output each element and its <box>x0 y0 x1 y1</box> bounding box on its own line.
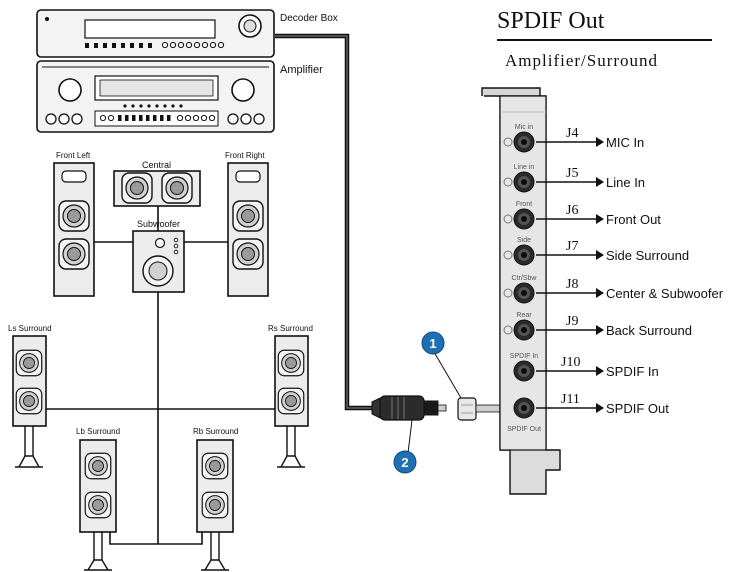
arrowhead-j5 <box>596 177 604 187</box>
jack-j6 <box>513 208 535 230</box>
output-label-j4: MIC In <box>606 135 644 150</box>
port-caption-j8: Ctr/Sbw <box>512 275 538 282</box>
connector-id-j5: J5 <box>566 166 578 181</box>
port-caption-j11: SPDIF Out <box>507 426 541 433</box>
output-label-j9: Back Surround <box>606 323 692 338</box>
amplifier <box>36 60 275 133</box>
arrowhead-j11 <box>596 403 604 413</box>
connector-id-j4: J4 <box>566 126 578 141</box>
rs-surround-speaker <box>274 335 309 468</box>
output-label-j6: Front Out <box>606 212 661 227</box>
central-speaker <box>113 170 201 207</box>
page-subtitle: Amplifier/Surround <box>505 51 658 70</box>
lb-surround-label: Lb Surround <box>76 427 120 436</box>
connector-id-j7: J7 <box>566 239 578 254</box>
callout-2-number: 2 <box>401 455 408 470</box>
jack-j5 <box>513 171 535 193</box>
front-left-label: Front Left <box>56 151 91 160</box>
optical-plug <box>371 395 447 421</box>
connector-id-j11: J11 <box>561 392 580 407</box>
port-icon-j4 <box>503 137 513 147</box>
arrowhead-j6 <box>596 214 604 224</box>
jack-j8 <box>513 282 535 304</box>
connector-id-j6: J6 <box>566 203 578 218</box>
page-title: SPDIF Out <box>497 8 605 34</box>
port-icon-j5 <box>503 177 513 187</box>
output-label-j11: SPDIF Out <box>606 401 669 416</box>
connector-id-j9: J9 <box>566 314 578 329</box>
arrowhead-j8 <box>596 288 604 298</box>
subwoofer-speaker <box>132 230 185 293</box>
jack-j4 <box>513 131 535 153</box>
port-icon-j8 <box>503 288 513 298</box>
port-icon-j7 <box>503 250 513 260</box>
ls-surround-label: Ls Surround <box>8 324 52 333</box>
port-caption-j7: Side <box>517 237 531 244</box>
subwoofer-label: Subwoofer <box>137 219 180 229</box>
jack-j11 <box>513 397 535 419</box>
sound-card-bracket <box>481 87 561 495</box>
output-label-j5: Line In <box>606 175 645 190</box>
decoder-box <box>36 9 275 58</box>
jack-j7 <box>513 244 535 266</box>
port-caption-j9: Rear <box>516 312 532 319</box>
arrowhead-j9 <box>596 325 604 335</box>
arrowhead-j4 <box>596 137 604 147</box>
port-icon-j6 <box>503 214 513 224</box>
connector-id-j10: J10 <box>561 355 580 370</box>
callout-2: 2 <box>393 419 417 474</box>
protective-cap <box>457 397 511 421</box>
front-left-speaker <box>53 162 95 297</box>
jack-j10 <box>513 360 535 382</box>
rb-surround-speaker <box>196 439 234 571</box>
callout-1-number: 1 <box>429 336 436 351</box>
output-label-j7: Side Surround <box>606 248 689 263</box>
port-caption-j6: Front <box>516 201 532 208</box>
arrowhead-j10 <box>596 366 604 376</box>
port-caption-j5: Line in <box>514 164 535 171</box>
callout-1: 1 <box>421 331 462 399</box>
decoder-box-label: Decoder Box <box>280 13 338 24</box>
rs-surround-label: Rs Surround <box>268 324 313 333</box>
front-right-label: Front Right <box>225 151 265 160</box>
lb-surround-speaker <box>79 439 117 571</box>
arrowhead-j7 <box>596 250 604 260</box>
port-caption-j4: Mic in <box>515 124 533 131</box>
connector-id-j8: J8 <box>566 277 578 292</box>
rb-surround-label: Rb Surround <box>193 427 238 436</box>
front-right-speaker <box>227 162 269 297</box>
speaker-wiring <box>46 205 275 545</box>
jack-j9 <box>513 319 535 341</box>
port-caption-j10: SPDIF In <box>510 353 539 360</box>
port-icon-j9 <box>503 325 513 335</box>
output-label-j8: Center & Subwoofer <box>606 286 724 301</box>
output-label-j10: SPDIF In <box>606 364 659 379</box>
central-label: Central <box>142 160 171 170</box>
amplifier-label: Amplifier <box>280 64 323 76</box>
ls-surround-speaker <box>12 335 47 468</box>
